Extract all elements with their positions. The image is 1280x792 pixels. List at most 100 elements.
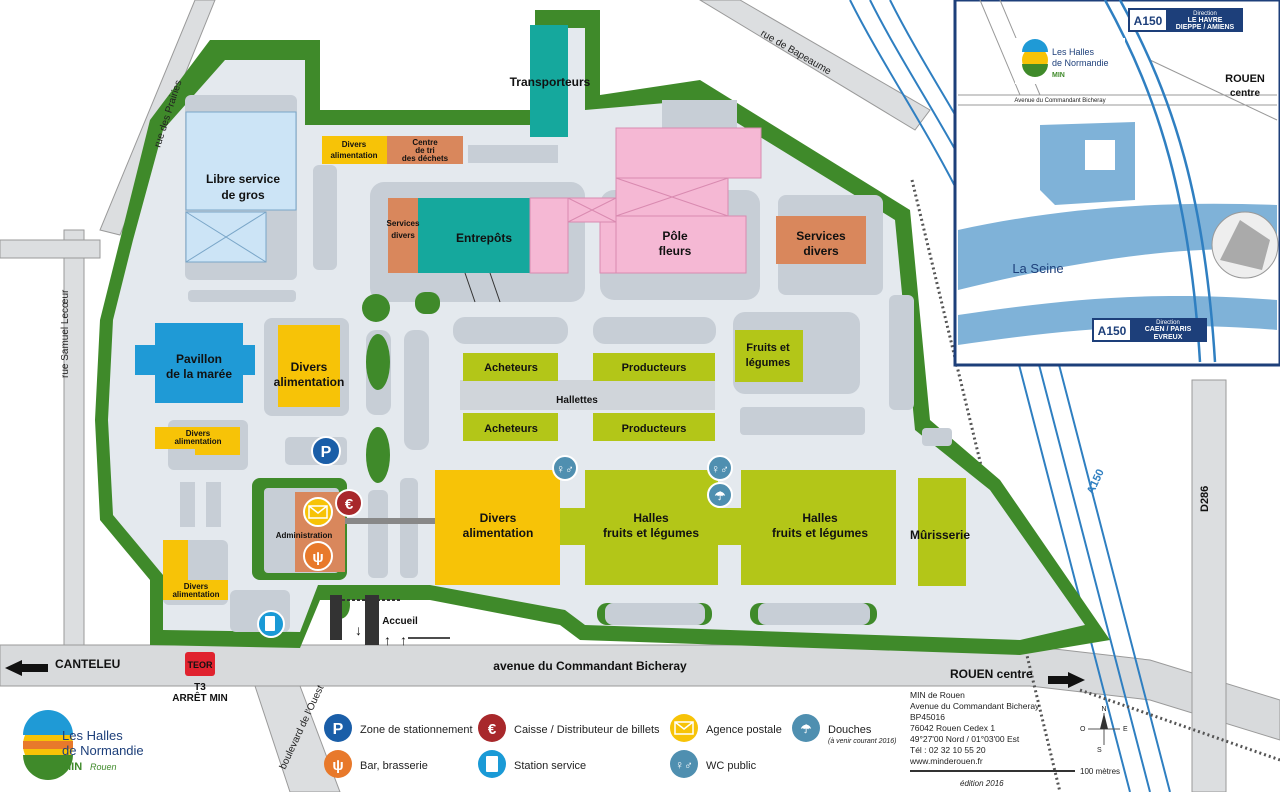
svg-text:alimentation: alimentation <box>463 526 534 540</box>
compass-icon: N E S O <box>1080 706 1128 754</box>
svg-text:DIEPPE / AMIENS: DIEPPE / AMIENS <box>1176 24 1235 31</box>
svg-text:de la marée: de la marée <box>166 367 232 381</box>
building-photo-inset <box>1211 211 1279 279</box>
svg-text:☂: ☂ <box>715 489 726 503</box>
svg-text:Tél : 02 32 10 55 20: Tél : 02 32 10 55 20 <box>910 745 986 755</box>
svg-text:Producteurs: Producteurs <box>622 362 687 374</box>
svg-text:BP45016: BP45016 <box>910 712 945 722</box>
svg-text:alimentation: alimentation <box>274 375 345 389</box>
a150-top-badge: A150 Direction LE HAVRE DIEPPE / AMIENS <box>1128 8 1243 32</box>
svg-text:La Seine: La Seine <box>1012 261 1063 276</box>
svg-text:de Normandie: de Normandie <box>62 743 144 758</box>
svg-text:Pavillon: Pavillon <box>176 352 222 366</box>
bottom-logo: Les Halles de Normandie MIN Rouen <box>23 710 144 780</box>
svg-text:Mûrisserie: Mûrisserie <box>910 528 970 542</box>
svg-text:100 mètres: 100 mètres <box>1080 767 1120 776</box>
svg-text:T3: T3 <box>194 682 206 693</box>
svg-text:€: € <box>345 496 354 513</box>
svg-text:Services: Services <box>796 229 846 243</box>
svg-text:CANTELEU: CANTELEU <box>55 657 120 671</box>
svg-text:Divers: Divers <box>342 140 367 149</box>
svg-text:Centre: Centre <box>412 138 438 147</box>
svg-text:D286: D286 <box>1199 486 1211 512</box>
svg-text:76042 Rouen Cedex 1: 76042 Rouen Cedex 1 <box>910 723 995 733</box>
svg-text:CAEN / PARIS: CAEN / PARIS <box>1145 326 1192 333</box>
svg-text:P: P <box>321 444 332 461</box>
libre-service-building <box>185 111 297 211</box>
mail-icon <box>303 497 333 527</box>
svg-text:Pôle: Pôle <box>662 229 688 243</box>
wc-icon: ♀♂ <box>552 455 578 481</box>
legend: P Zone de stationnement ψ Bar, brasserie… <box>324 714 896 778</box>
svg-text:Halles: Halles <box>633 511 669 525</box>
svg-text:www.minderouen.fr: www.minderouen.fr <box>909 756 983 766</box>
entrepots-building <box>418 198 530 273</box>
direction-arrows <box>5 660 1085 688</box>
svg-text:centre: centre <box>1230 88 1260 99</box>
svg-text:Acheteurs: Acheteurs <box>484 423 538 435</box>
a150-bottom-badge: A150 Direction CAEN / PARIS EVREUX <box>1092 318 1207 342</box>
legend-parking: P Zone de stationnement <box>324 714 473 742</box>
svg-text:Administration: Administration <box>276 531 333 540</box>
svg-text:WC public: WC public <box>706 760 757 772</box>
svg-text:Entrepôts: Entrepôts <box>456 231 512 245</box>
svg-text:de Normandie: de Normandie <box>1052 58 1109 68</box>
svg-text:A150: A150 <box>1134 14 1163 28</box>
svg-text:TEOR: TEOR <box>187 660 213 670</box>
building-labels: Transporteurs Divers alimentation Centre… <box>166 75 970 599</box>
svg-text:€: € <box>488 721 497 738</box>
parking-icon: P <box>311 436 341 466</box>
svg-text:MIN de Rouen: MIN de Rouen <box>910 690 965 700</box>
svg-text:Douches: Douches <box>828 724 872 736</box>
shower-icon: ☂ <box>707 482 733 508</box>
svg-text:Divers: Divers <box>184 582 209 591</box>
legend-mail: Agence postale <box>670 714 782 742</box>
svg-text:N: N <box>1101 706 1106 713</box>
svg-text:↑: ↑ <box>400 632 407 648</box>
svg-text:Divers: Divers <box>291 360 328 374</box>
svg-text:Libre service: Libre service <box>206 172 280 186</box>
svg-text:MIN: MIN <box>1052 72 1065 79</box>
svg-text:Les Halles: Les Halles <box>1052 47 1095 57</box>
svg-text:Services: Services <box>387 219 420 228</box>
svg-text:divers: divers <box>803 244 839 258</box>
restaurant-icon: ψ <box>303 541 333 571</box>
svg-text:Agence postale: Agence postale <box>706 724 782 736</box>
svg-text:Producteurs: Producteurs <box>622 423 687 435</box>
svg-text:Bar, brasserie: Bar, brasserie <box>360 760 428 772</box>
svg-text:Fruits et: Fruits et <box>746 342 790 354</box>
label-transporteurs: Transporteurs <box>510 75 591 89</box>
legend-shower: ☂ Douches (à venir courant 2016) <box>792 714 896 745</box>
svg-text:Les Halles: Les Halles <box>62 728 123 743</box>
svg-text:♀♂: ♀♂ <box>711 462 729 476</box>
svg-text:Direction: Direction <box>1156 320 1180 326</box>
svg-text:O: O <box>1080 726 1086 733</box>
inset-map: A150 Direction LE HAVRE DIEPPE / AMIENS … <box>953 0 1280 367</box>
svg-text:des déchets: des déchets <box>402 154 449 163</box>
teor-stop: TEOR T3 ARRÊT MIN <box>172 652 228 704</box>
svg-text:P: P <box>333 721 344 738</box>
svg-text:Direction: Direction <box>1193 11 1217 17</box>
svg-text:ψ: ψ <box>312 549 323 566</box>
svg-text:ROUEN: ROUEN <box>1225 73 1265 85</box>
fuel-icon <box>257 610 285 638</box>
svg-text:divers: divers <box>391 231 415 240</box>
wc-icon: ♀♂ <box>707 455 733 481</box>
svg-text:Divers: Divers <box>480 511 517 525</box>
svg-text:Station service: Station service <box>514 760 586 772</box>
map-icons: P ♀♂ ♀♂ ☂ € ψ <box>257 436 733 638</box>
svg-text:Avenue du Commandant Bicheray: Avenue du Commandant Bicheray <box>910 701 1040 711</box>
svg-text:fruits et légumes: fruits et légumes <box>603 526 699 540</box>
svg-text:(à venir courant 2016): (à venir courant 2016) <box>828 738 896 745</box>
svg-text:♀♂: ♀♂ <box>675 758 693 772</box>
legend-fuel: Station service <box>478 750 586 778</box>
svg-text:A150: A150 <box>1085 467 1107 496</box>
svg-text:ψ: ψ <box>332 757 343 774</box>
pole-fleurs-building <box>529 127 762 274</box>
svg-text:Accueil: Accueil <box>382 616 418 627</box>
svg-text:MIN: MIN <box>62 761 82 773</box>
buildings <box>135 25 966 600</box>
svg-text:Hallettes: Hallettes <box>556 395 598 406</box>
svg-text:LE HAVRE: LE HAVRE <box>1188 17 1223 24</box>
